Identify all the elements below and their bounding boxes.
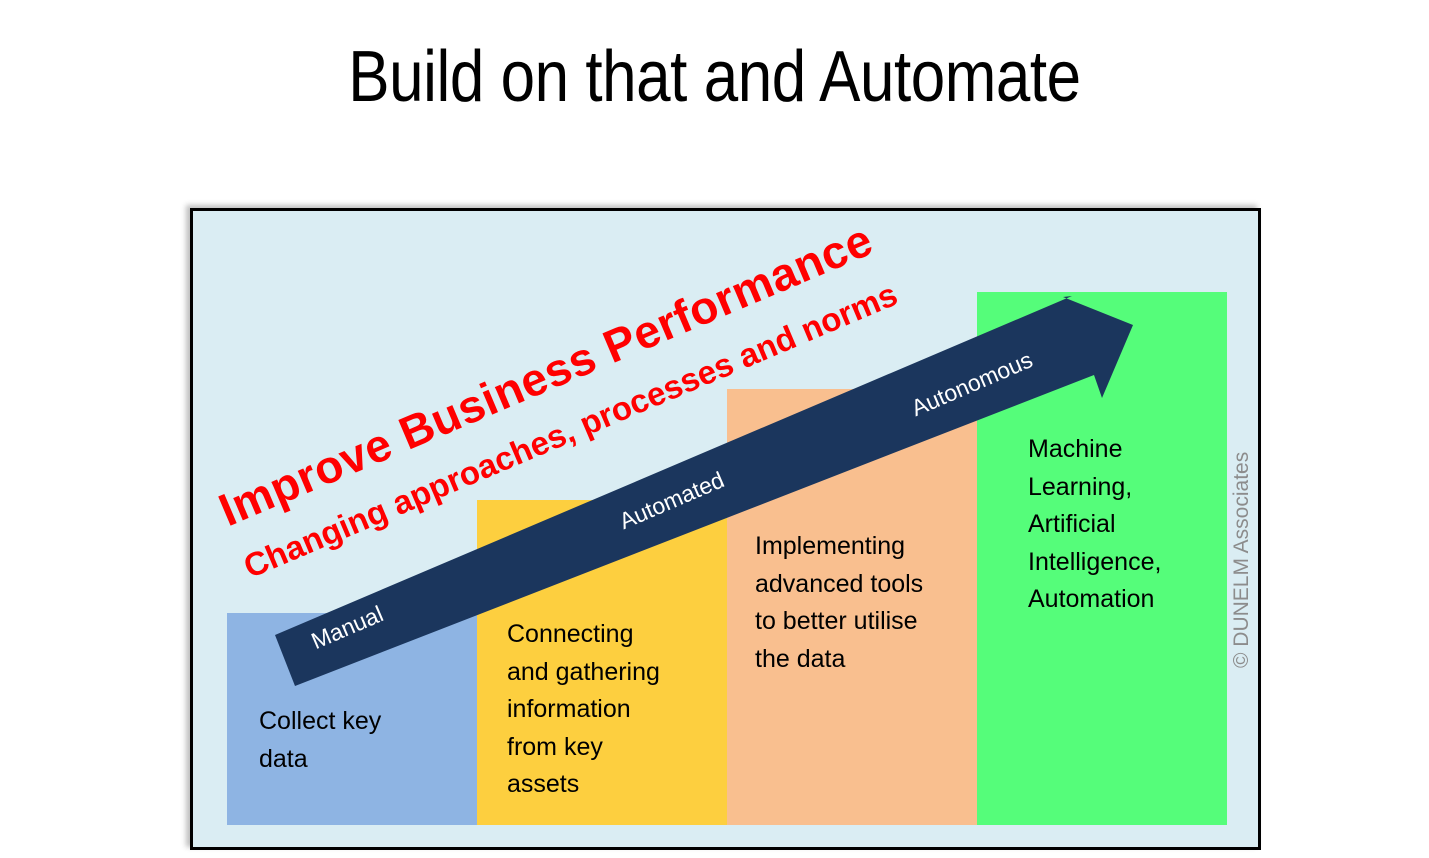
step-1-text: Collect key data <box>259 707 382 773</box>
step-3-text: Implementing advanced tools to better ut… <box>755 532 924 673</box>
step-collect-data: Collect key data <box>227 613 477 825</box>
step-2-text: Connecting and gathering information fro… <box>507 620 660 798</box>
copyright-notice: © DUNELM Associates <box>1230 451 1253 668</box>
step-advanced-tools: Implementing advanced tools to better ut… <box>727 389 977 825</box>
step-connect-gather: Connecting and gathering information fro… <box>477 500 727 825</box>
slide-title: Build on that and Automate <box>348 37 1081 117</box>
step-4-text: Machine Learning, Artificial Intelligenc… <box>1028 435 1162 613</box>
